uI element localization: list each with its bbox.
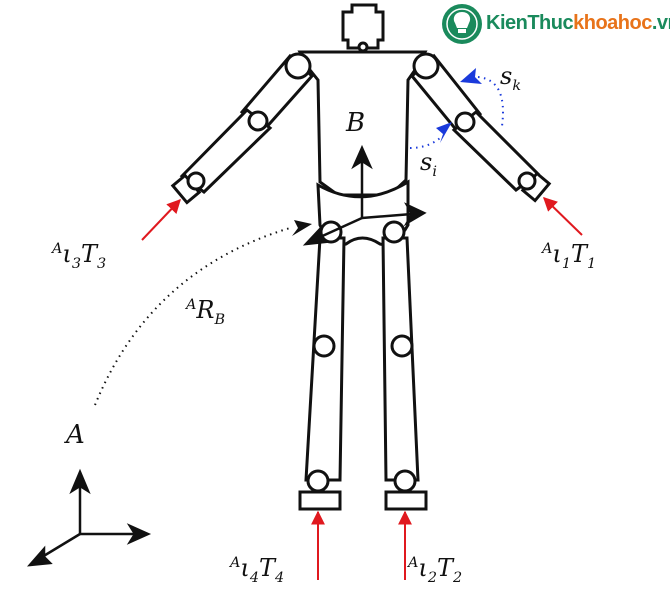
label-s-i: si (420, 148, 437, 180)
sensor-arc-s-i-head (436, 122, 452, 143)
label-rotation: ARB (186, 296, 226, 328)
label-t3: Aι3T3 (52, 240, 107, 272)
label-t4: Aι4T4 (230, 554, 285, 586)
logo-part3: .vn (651, 12, 670, 34)
sensor-arc-s-k-head (460, 68, 482, 84)
logo-part2: khoahoc (573, 12, 652, 34)
frame-b-axes (302, 144, 427, 246)
label-t2: Aι2T2 (408, 554, 463, 586)
robot-right-arm (409, 52, 552, 203)
label-frame-a: A (66, 420, 85, 450)
label-t1: Aι1T1 (542, 240, 597, 272)
sensor-arc-s-i (409, 137, 441, 149)
robot-right-leg (381, 220, 428, 511)
logo-icon (442, 4, 482, 44)
robot-head (341, 3, 385, 53)
logo-part1: KienThuc (486, 12, 574, 34)
logo-wordmark: KienThuckhoahoc.vn (486, 12, 670, 35)
force-arrow-t3 (141, 198, 181, 241)
robot-left-leg (298, 220, 346, 511)
label-frame-b: B (346, 108, 366, 138)
robot-left-arm (170, 52, 315, 205)
force-arrows (141, 197, 583, 580)
label-s-k: sk (500, 62, 522, 94)
rotation-arc-head (292, 220, 312, 236)
frame-a-axes (26, 468, 152, 567)
rotation-arc (94, 227, 291, 406)
force-arrow-t1 (542, 197, 583, 236)
sensor-arc-s-k (477, 76, 504, 127)
